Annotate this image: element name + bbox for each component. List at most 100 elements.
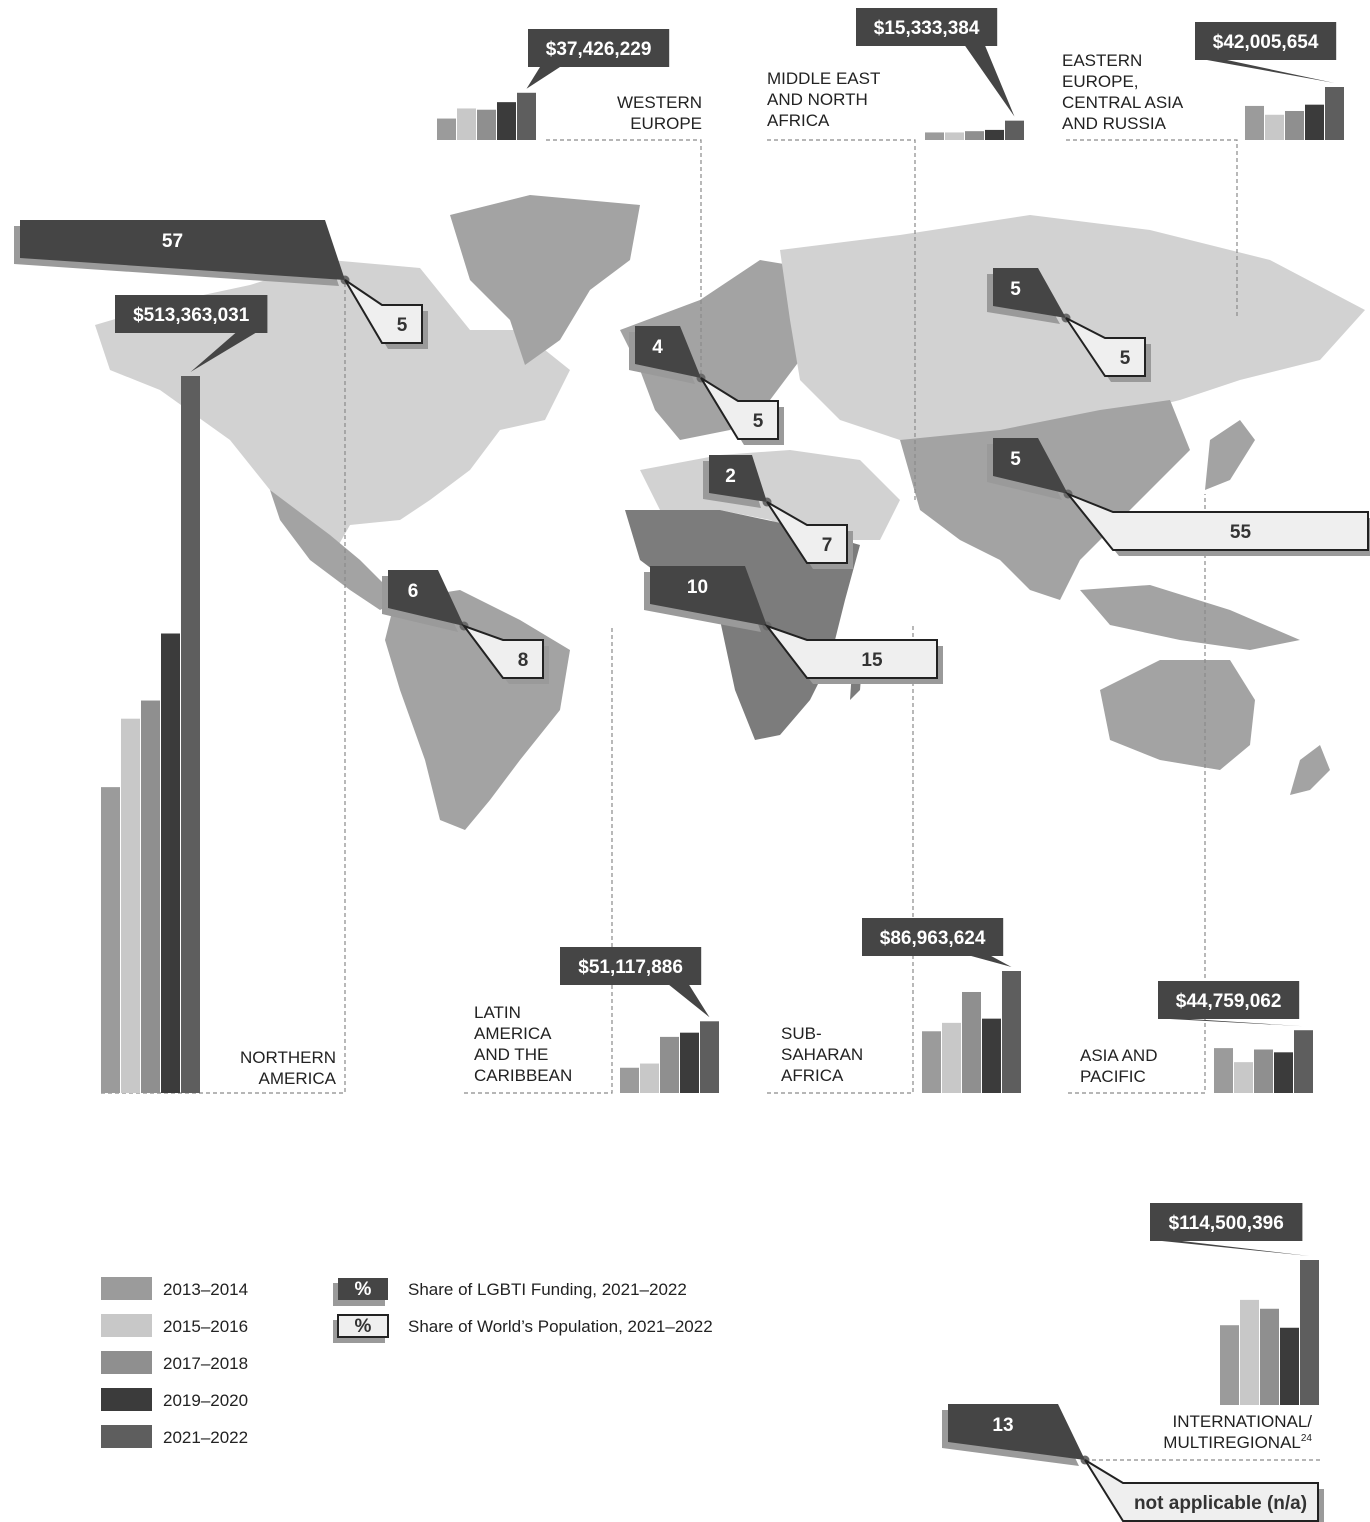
amount-label: $513,363,031 [133, 305, 250, 326]
region-label-line: WESTERN [617, 93, 702, 112]
legend-swatch [101, 1351, 152, 1374]
bar-sub-saharan-africa-2 [962, 991, 981, 1093]
amount-callout-box [1195, 22, 1337, 60]
amount-callout-pointer [526, 67, 560, 89]
region-label-line: AND THE [474, 1045, 548, 1064]
legend-population-symbol [337, 1314, 389, 1338]
population-callout-box [461, 623, 544, 679]
legend-funding-label: Share of LGBTI Funding, 2021–2022 [408, 1280, 687, 1299]
population-share-value: not applicable (n/a) [1134, 1493, 1307, 1514]
bar-western-europe-4 [517, 92, 536, 140]
bar-sub-saharan-africa-1 [942, 1022, 961, 1093]
funding-callout-box [948, 1404, 1085, 1460]
funding-share-value: 5 [1010, 449, 1021, 470]
region-label-line: MULTIREGIONAL24 [1163, 1433, 1312, 1452]
funding-share-value: 5 [1010, 279, 1021, 300]
population-callout-box [344, 279, 423, 344]
legend-swatch [101, 1277, 152, 1300]
legend: 2013–20142015–20162017–20182019–20202021… [101, 1277, 713, 1448]
amount-callout-box [528, 29, 670, 67]
funding-share-value: 57 [162, 231, 183, 252]
region-label-line: LATIN [474, 1003, 521, 1022]
region-label-line: CENTRAL ASIA [1062, 93, 1184, 112]
population-share-value: 7 [822, 535, 833, 556]
bar-asia-pacific-4 [1294, 1030, 1313, 1093]
map-europe [620, 260, 820, 440]
region-label-line: INTERNATIONAL/ [1173, 1412, 1313, 1431]
map-se-asia [1080, 585, 1300, 650]
connector-line [1066, 139, 1238, 318]
region-label-line: EUROPE, [1062, 72, 1139, 91]
amount-label: $37,426,229 [546, 39, 652, 60]
map-new-zealand [1290, 745, 1330, 795]
region-label-line: PACIFIC [1080, 1067, 1146, 1086]
bar-eecar-4 [1325, 87, 1344, 140]
bar-latin-america-0 [620, 1067, 639, 1093]
map-south-america [385, 590, 570, 830]
region-label-line: EUROPE [630, 114, 702, 133]
population-callout-box [1065, 317, 1146, 377]
funding-callout-box [993, 268, 1066, 318]
funding-callout-box [650, 566, 767, 626]
map-japan [1205, 420, 1255, 490]
legend-population-symbol-text: % [355, 1316, 372, 1337]
amount-callout-pointer [965, 46, 1015, 117]
population-callout-box [1064, 491, 1369, 551]
population-share-value: 5 [1120, 348, 1131, 369]
bar-eecar-3 [1305, 104, 1324, 140]
legend-period-label: 2021–2022 [163, 1428, 248, 1447]
population-share-value: 55 [1230, 522, 1252, 543]
amount-callout-box [856, 8, 998, 46]
amount-callout-pointer [1207, 60, 1335, 83]
bar-northern-america-1 [121, 718, 140, 1093]
bar-international-1 [1240, 1299, 1259, 1405]
bar-asia-pacific-0 [1214, 1048, 1233, 1093]
bar-sub-saharan-africa-4 [1002, 971, 1021, 1093]
amount-callout-box [862, 918, 1004, 956]
region-label-line: SAHARAN [781, 1045, 863, 1064]
bar-northern-america-3 [161, 633, 180, 1093]
amount-callout-box [1158, 981, 1300, 1019]
funding-share-value: 4 [652, 337, 663, 358]
funding-share-value: 10 [687, 577, 708, 598]
funding-callout-box [388, 570, 464, 626]
connector-line [767, 139, 916, 502]
funding-callout-box [709, 455, 767, 502]
amount-label: $114,500,396 [1169, 1213, 1284, 1234]
funding-callout-box [993, 438, 1068, 494]
footnote-marker: 24 [1301, 1433, 1313, 1444]
region-label-line: AND RUSSIA [1062, 114, 1167, 133]
bar-eecar-2 [1285, 110, 1304, 140]
bar-sub-saharan-africa-0 [922, 1031, 941, 1093]
region-label-line: AFRICA [767, 111, 830, 130]
bar-latin-america-3 [680, 1032, 699, 1093]
legend-period-label: 2013–2014 [163, 1280, 248, 1299]
bar-western-europe-0 [437, 118, 456, 140]
connector-line [1068, 494, 1206, 1094]
funding-share-value: 2 [725, 466, 736, 487]
population-share-value: 5 [397, 315, 408, 336]
funding-callout-box [635, 326, 701, 378]
bar-eecar-0 [1245, 105, 1264, 140]
bar-eecar-1 [1265, 114, 1284, 140]
bar-international-0 [1220, 1325, 1239, 1405]
bar-mena-1 [945, 132, 964, 140]
map-australia [1100, 660, 1255, 770]
map-central-america [270, 490, 400, 610]
bar-asia-pacific-1 [1234, 1062, 1253, 1093]
amount-label: $44,759,062 [1176, 991, 1282, 1012]
bar-mena-4 [1005, 120, 1024, 140]
region-label-line: AND NORTH [767, 90, 868, 109]
legend-funding-symbol [338, 1278, 388, 1300]
legend-swatch [101, 1425, 152, 1448]
map-asia [900, 400, 1190, 600]
bar-asia-pacific-3 [1274, 1052, 1293, 1093]
bar-international-2 [1260, 1308, 1279, 1405]
map-north-america [95, 260, 570, 560]
population-callout-box [700, 377, 779, 440]
